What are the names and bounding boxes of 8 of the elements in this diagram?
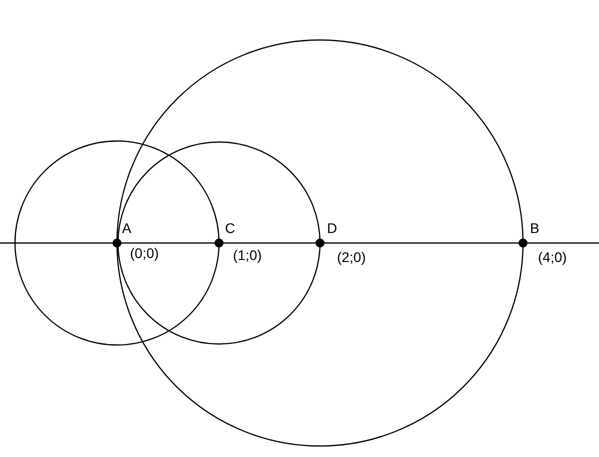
- point-label: B: [530, 221, 540, 235]
- point-label: C: [225, 221, 236, 235]
- coordinate-label: (4;0): [538, 250, 567, 264]
- point-label: A: [122, 221, 132, 235]
- coordinate-label: (2;0): [337, 250, 366, 264]
- coordinate-label: (1;0): [233, 248, 262, 262]
- coordinate-label: (0;0): [130, 246, 159, 260]
- point-label: D: [327, 221, 338, 235]
